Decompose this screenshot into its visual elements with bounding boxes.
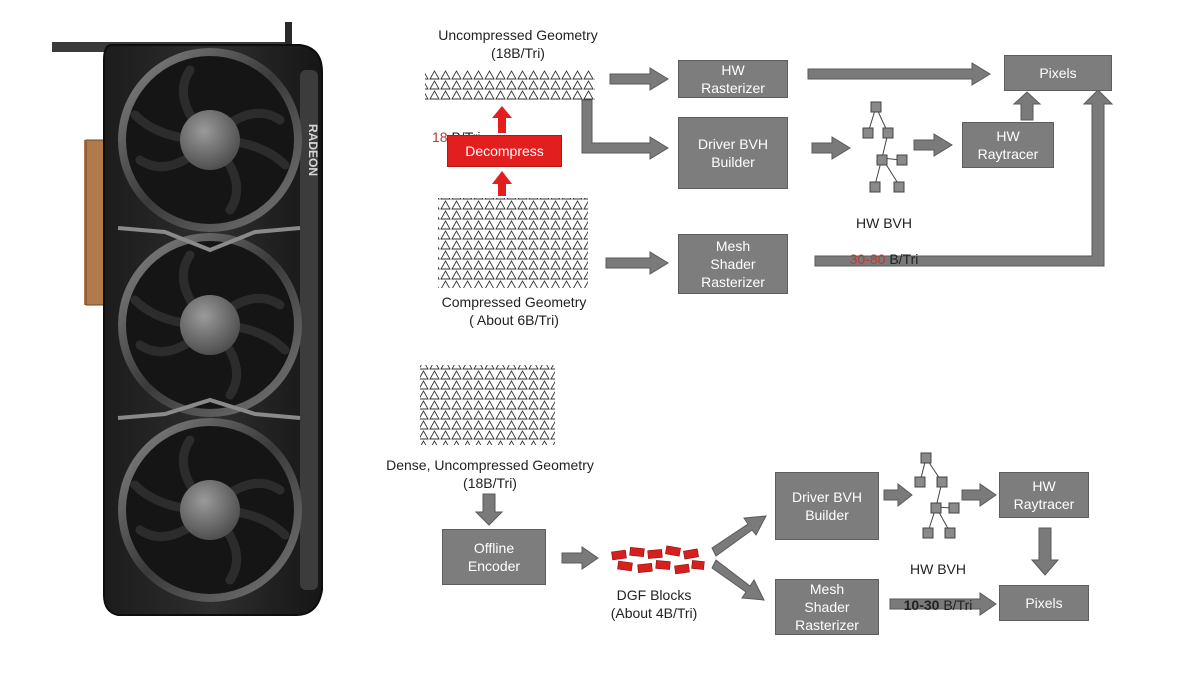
hw-bvh-number-bottom: 10-30 bbox=[903, 597, 940, 613]
hw-bvh-unit-top: B/Tri bbox=[885, 251, 919, 267]
dgf-blocks-label: DGF Blocks (About 4B/Tri) bbox=[610, 587, 698, 621]
hw-raytracer-box-bottom: HW Raytracer bbox=[999, 472, 1089, 518]
hw-bvh-unit-bottom: B/Tri bbox=[939, 597, 973, 613]
arrow-mesh-to-pixels-bottom bbox=[889, 592, 997, 616]
red-arrow-up-2 bbox=[492, 171, 512, 196]
offline-encoder-box: Offline Encoder bbox=[442, 529, 546, 585]
arrow-to-dgf-blocks bbox=[561, 546, 599, 570]
arrow-to-mesh-shader bbox=[605, 251, 669, 275]
hw-bvh-title-bottom: HW BVH bbox=[910, 561, 966, 577]
arrow-mesh-to-pixels bbox=[814, 89, 1114, 267]
hw-bvh-number-top: 30-80 bbox=[849, 251, 886, 267]
arrow-bvh-to-tree bbox=[811, 136, 851, 160]
pixels-box-top: Pixels bbox=[1004, 55, 1112, 91]
brand-logo: RADEON bbox=[306, 124, 320, 176]
arrow-tree-to-raytracer-bottom bbox=[961, 483, 997, 507]
dense-geometry-label: Dense, Uncompressed Geometry (18B/Tri) bbox=[386, 457, 594, 491]
red-arrow-up-1 bbox=[492, 106, 512, 133]
pcie-connector bbox=[84, 140, 106, 305]
hw-bvh-label-bottom: HW BVH 10-30 B/Tri bbox=[888, 542, 988, 614]
mesh-shader-rasterizer-box: Mesh Shader Rasterizer bbox=[678, 234, 788, 294]
arrow-dgf-to-driver-bvh bbox=[711, 515, 767, 557]
shroud-accent bbox=[117, 226, 301, 253]
arrow-tree-to-raytracer bbox=[913, 133, 953, 157]
arrow-raster-to-pixels bbox=[807, 62, 991, 86]
fan-bottom bbox=[118, 418, 302, 602]
arrow-to-offline-encoder bbox=[474, 493, 504, 526]
fan-middle bbox=[118, 233, 302, 417]
dgf-blocks-glyph bbox=[611, 545, 705, 575]
hw-raytracer-box: HW Raytracer bbox=[962, 122, 1054, 168]
rate-18-number: 18 bbox=[432, 129, 448, 145]
mesh-shader-rasterizer-box-bottom: Mesh Shader Rasterizer bbox=[775, 579, 879, 635]
arrow-dgf-to-mesh-shader bbox=[711, 559, 765, 601]
card-side-rail bbox=[300, 70, 318, 590]
arrow-raytracer-to-pixels bbox=[1012, 91, 1042, 121]
dense-geometry-mesh bbox=[420, 365, 555, 445]
arrow-bvh-to-tree-bottom bbox=[883, 482, 913, 508]
uncompressed-geometry-label: Uncompressed Geometry (18B/Tri) bbox=[438, 27, 598, 61]
arrow-to-hw-rasterizer bbox=[609, 67, 669, 91]
hw-bvh-label-top: HW BVH 30-80 B/Tri bbox=[834, 196, 934, 268]
compressed-geometry-mesh bbox=[438, 198, 588, 288]
arrow-raytracer-down-to-pixels bbox=[1030, 527, 1060, 576]
driver-bvh-builder-box-bottom: Driver BVH Builder bbox=[775, 472, 879, 540]
compressed-geometry-label: Compressed Geometry ( About 6B/Tri) bbox=[441, 294, 587, 328]
fan-top bbox=[118, 48, 302, 232]
hw-bvh-title-top: HW BVH bbox=[856, 215, 912, 231]
bvh-tree-bottom bbox=[914, 452, 960, 539]
driver-bvh-builder-box: Driver BVH Builder bbox=[678, 117, 788, 189]
decompress-box: Decompress bbox=[447, 135, 562, 167]
uncompressed-geometry-mesh bbox=[425, 70, 595, 100]
pixels-box-bottom: Pixels bbox=[999, 585, 1089, 621]
bvh-tree-top bbox=[862, 101, 908, 193]
gpu-card-image: RADEON bbox=[52, 22, 323, 616]
hw-rasterizer-box: HW Rasterizer bbox=[678, 60, 788, 98]
arrow-to-driver-bvh bbox=[581, 99, 669, 160]
